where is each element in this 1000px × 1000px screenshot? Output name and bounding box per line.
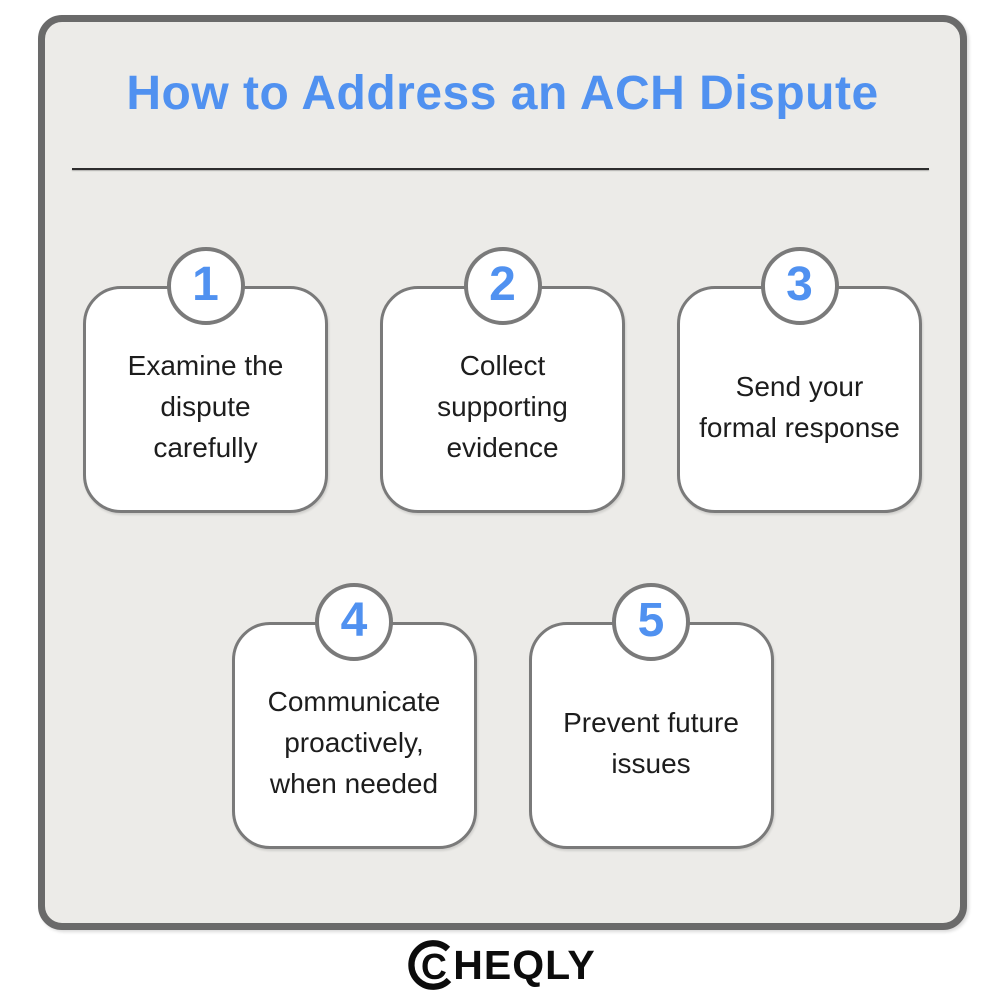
page-title: How to Address an ACH Dispute bbox=[126, 67, 879, 120]
logo-letter-c: C bbox=[421, 947, 447, 987]
logo-wordmark: HEQLY bbox=[453, 941, 596, 988]
steps-row-2: 4 Communicate proactively, when needed 5… bbox=[45, 583, 960, 849]
step-3-label: Send your formal response bbox=[699, 370, 900, 443]
infographic-frame: How to Address an ACH Dispute 1 Examine … bbox=[38, 15, 967, 930]
step-2-number-badge: 2 bbox=[463, 247, 542, 325]
step-3-number-badge: 3 bbox=[760, 247, 839, 325]
step-5-number-badge: 5 bbox=[612, 583, 690, 661]
step-4-number-badge: 4 bbox=[315, 583, 393, 661]
cheqly-logo-icon: C bbox=[408, 940, 452, 990]
step-5: 5 Prevent future issues bbox=[528, 583, 774, 849]
steps-row-1: 1 Examine the dispute carefully 2 Collec… bbox=[45, 247, 960, 513]
title-divider bbox=[72, 168, 929, 170]
step-5-label: Prevent future issues bbox=[563, 706, 739, 779]
step-1-number-badge: 1 bbox=[166, 247, 245, 325]
step-4: 4 Communicate proactively, when needed bbox=[231, 583, 477, 849]
step-2-label: Collect supporting evidence bbox=[437, 350, 568, 463]
step-4-label: Communicate proactively, when needed bbox=[267, 686, 441, 799]
step-3: 3 Send your formal response bbox=[677, 247, 922, 513]
cheqly-brand-logo: C HEQLY bbox=[0, 934, 1000, 996]
step-2: 2 Collect supporting evidence bbox=[380, 247, 625, 513]
step-1-label: Examine the dispute carefully bbox=[127, 350, 284, 463]
step-1: 1 Examine the dispute carefully bbox=[83, 247, 328, 513]
